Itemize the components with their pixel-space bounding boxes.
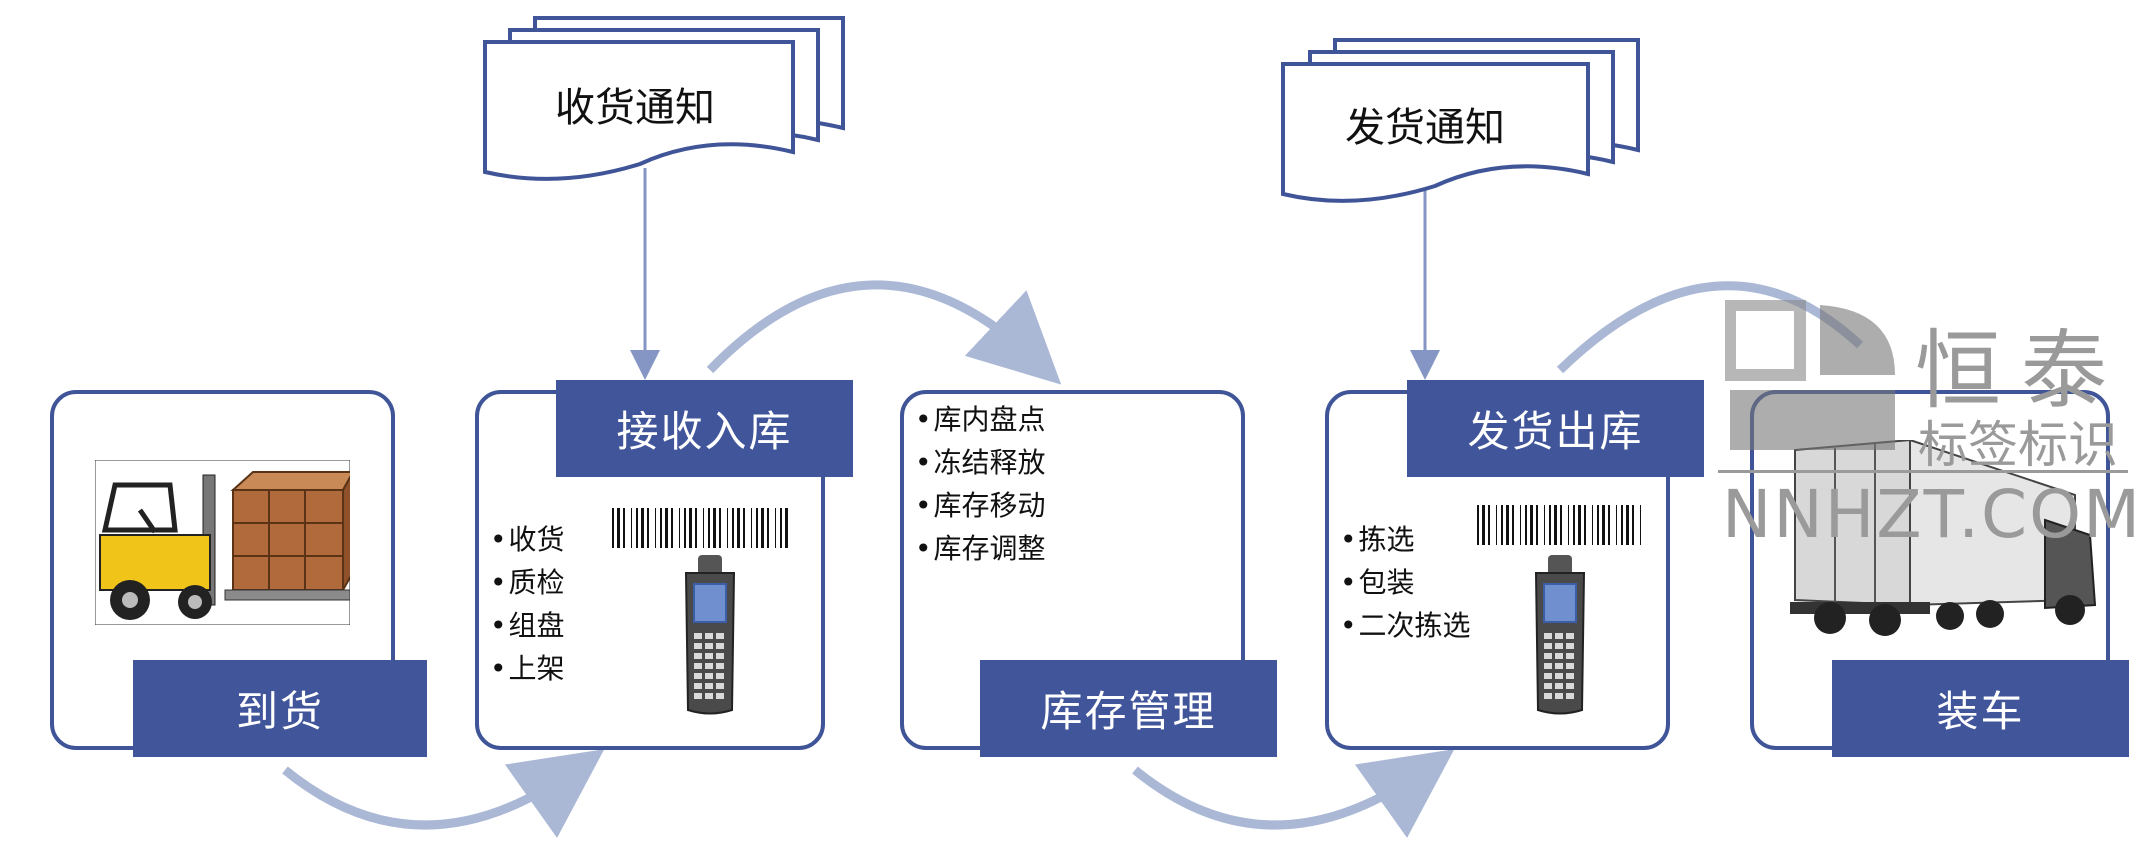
- truck-illustration: [1790, 440, 2097, 636]
- forklift-illustration: [95, 460, 350, 625]
- stage-label-receiving: 接收入库: [556, 380, 853, 477]
- watermark-site: NNHZT.COM: [1722, 476, 2140, 553]
- ship-notice-document-icon: [1281, 38, 1640, 203]
- list-item: 拣选: [1340, 518, 1471, 561]
- shipping-task-list: 拣选 包装 二次拣选: [1340, 518, 1471, 647]
- list-item: 收货: [490, 518, 565, 561]
- list-item: 库存移动: [915, 484, 1046, 527]
- receiving-task-list: 收货 质检 组盘 上架: [490, 518, 565, 690]
- list-item: 质检: [490, 561, 565, 604]
- list-item: 库内盘点: [915, 398, 1046, 441]
- inventory-task-list: 库内盘点 冻结释放 库存移动 库存调整: [915, 398, 1046, 570]
- watermark-logo-icon: [1725, 300, 1895, 450]
- list-item: 组盘: [490, 604, 565, 647]
- watermark-divider: [1718, 470, 2128, 473]
- ship-notice-text: 发货通知: [1345, 105, 1505, 151]
- list-item: 二次拣选: [1340, 604, 1471, 647]
- flow-arrow-inventory-to-shipping: [1132, 749, 1455, 838]
- barcode-icon: [612, 508, 788, 548]
- list-item: 冻结释放: [915, 441, 1046, 484]
- watermark-tagline: 标签标识: [1918, 416, 2118, 474]
- stage-label-shipping: 发货出库: [1407, 380, 1704, 477]
- watermark-brand: 恒泰: [1915, 321, 2127, 421]
- stage-label-loading: 装车: [1832, 660, 2129, 757]
- stage-label-arrival: 到货: [133, 660, 427, 757]
- receive-notice-text: 收货通知: [555, 85, 715, 131]
- stage-label-inventory: 库存管理: [980, 660, 1277, 757]
- flow-arrow-receiving-to-inventory: [706, 280, 1062, 385]
- handheld-scanner-icon: [684, 555, 736, 715]
- flow-arrow-arrival-to-receiving: [282, 749, 605, 838]
- list-item: 库存调整: [915, 527, 1046, 570]
- barcode-icon: [1477, 505, 1641, 545]
- receive-notice-document-icon: [483, 16, 845, 181]
- list-item: 包装: [1340, 561, 1471, 604]
- handheld-scanner-icon: [1534, 555, 1586, 715]
- list-item: 上架: [490, 647, 565, 690]
